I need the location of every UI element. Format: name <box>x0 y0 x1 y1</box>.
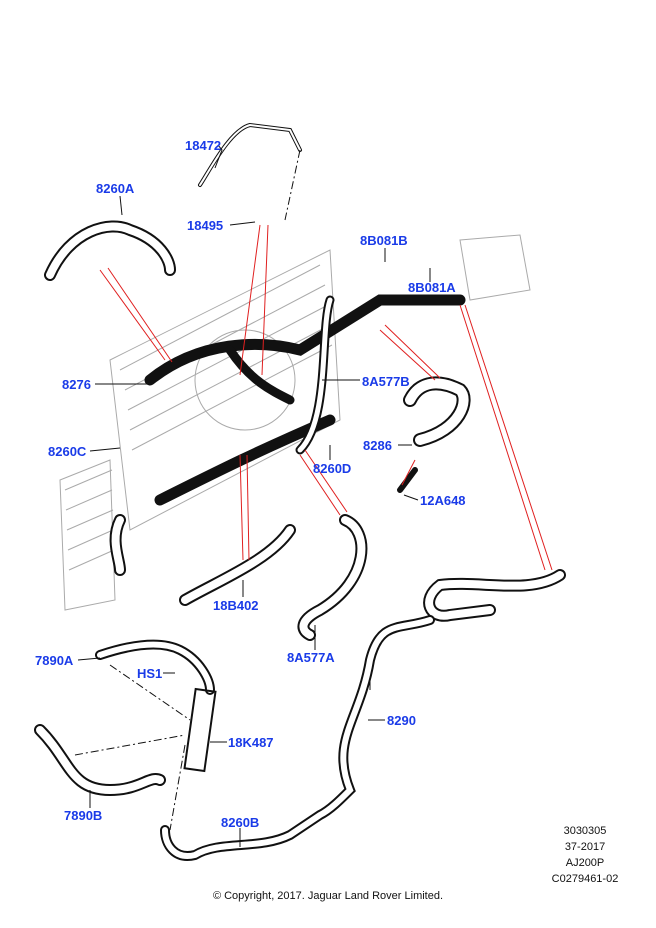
callout-7890A: 7890A <box>35 653 74 668</box>
dash-dot-lines <box>74 149 301 831</box>
callout-18495: 18495 <box>187 218 224 233</box>
hoses <box>34 122 566 861</box>
callout-18K487: 18K487 <box>228 735 274 750</box>
meta-model: AJ200P <box>565 857 605 869</box>
callout-8260A: 8260A <box>96 181 135 196</box>
callout-8286: 8286 <box>363 438 392 453</box>
callout-8260D: 8260D <box>313 461 352 476</box>
callout-8260C: 8260C <box>48 444 87 459</box>
meta-illustration-id: C0279461-02 <box>551 873 619 885</box>
callout-8B081A: 8B081A <box>408 280 456 295</box>
copyright: © Copyright, 2017. Jaguar Land Rover Lim… <box>212 890 444 902</box>
callout-HS1: HS1 <box>137 666 163 681</box>
radiator-assembly <box>59 234 531 611</box>
callout-18472: 18472 <box>185 138 222 153</box>
callout-8260B: 8260B <box>221 815 260 830</box>
callout-8A577B: 8A577B <box>362 374 410 389</box>
callout-8276: 8276 <box>62 377 91 392</box>
leader-lines <box>77 144 431 847</box>
callout-8A577A: 8A577A <box>287 650 335 665</box>
callout-8290: 8290 <box>387 713 416 728</box>
leader-lines-red <box>99 224 553 571</box>
callout-7890B: 7890B <box>64 808 103 823</box>
callout-8B081B: 8B081B <box>360 233 408 248</box>
meta-ref: 3030305 <box>563 825 607 837</box>
callout-18B402: 18B402 <box>213 598 259 613</box>
meta-date: 37-2017 <box>564 841 606 853</box>
callout-12A648: 12A648 <box>420 493 466 508</box>
